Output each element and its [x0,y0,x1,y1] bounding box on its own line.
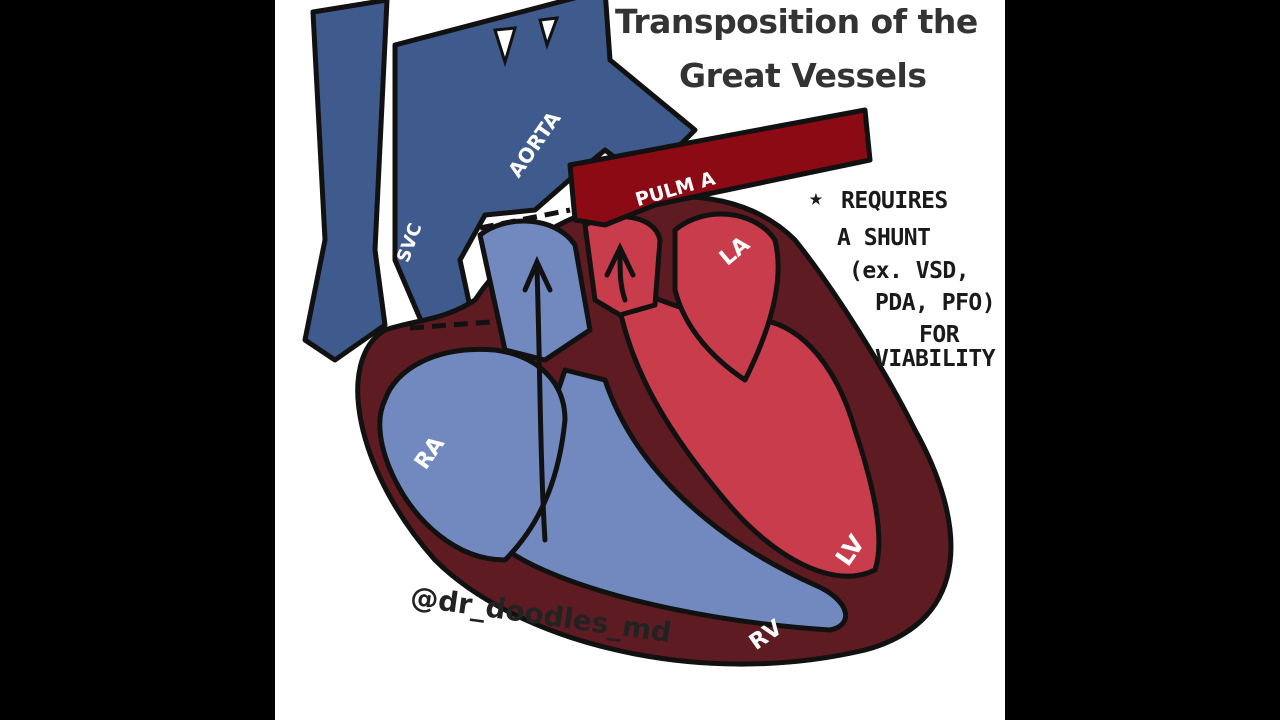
note-line-2: A SHUNT [837,225,931,251]
aorta-root [477,218,593,363]
note-line-1: REQUIRES [841,188,948,214]
title-line-2: Great Vessels [679,56,927,95]
note-star-icon: ★ [809,185,823,211]
note-line-4: PDA, PFO) [875,290,996,316]
note-line-5: FOR [919,322,960,348]
note-line-6: VIABILITY [875,346,996,372]
la-chamber [672,211,781,383]
ra-chamber [377,346,568,563]
flow-arrow-lv-pulm [604,242,636,303]
aorta-notch [493,16,560,68]
note-line-3: (ex. VSD, [849,258,970,284]
svc-vessel [302,0,390,363]
dashed-line-aorta [479,207,571,231]
flow-arrow-rv-aorta [522,255,553,543]
drawing-canvas: Transposition of the Great Vessels SVC A… [275,0,1005,720]
heart-diagram [302,0,954,667]
title-line-1: Transposition of the [615,2,978,41]
pulm-a-vessel [567,107,873,228]
dashed-line-svc [409,319,491,331]
